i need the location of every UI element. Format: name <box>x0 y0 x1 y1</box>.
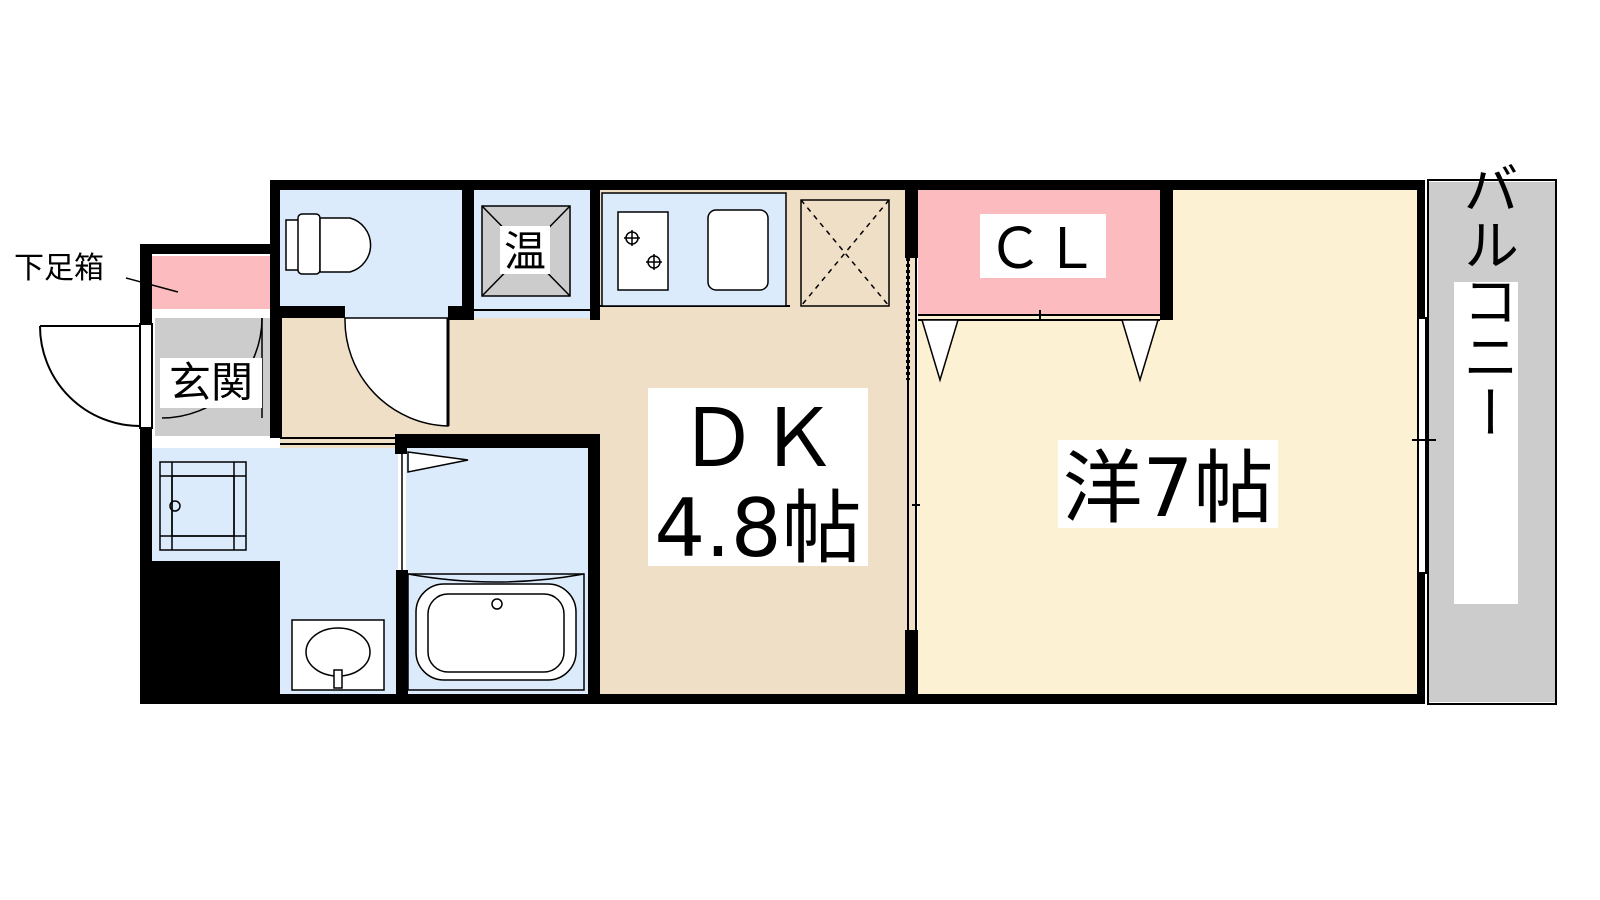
wash-basin-icon <box>291 619 385 691</box>
kitchen-sink-icon <box>707 209 769 291</box>
entrance-label-bg <box>160 358 262 408</box>
toilet-icon <box>285 213 372 275</box>
closet-doors <box>920 319 1160 383</box>
washing-machine-icon <box>159 461 247 551</box>
refrigerator-space-icon <box>800 199 890 307</box>
toilet-door <box>344 317 450 427</box>
western-room-label: 洋7帖 <box>1063 442 1274 535</box>
water-heater-icon <box>481 205 571 297</box>
water-heater-label: 温 <box>504 227 546 276</box>
dk-name-label: ＤＫ <box>678 392 838 485</box>
balcony-label-bg <box>1454 282 1518 604</box>
closet-label-bg <box>980 214 1106 278</box>
western-label-bg <box>1058 440 1278 528</box>
shoe-box-label: 下足箱 <box>14 251 104 286</box>
bathroom-door <box>401 450 469 570</box>
balcony-label: バルコニー <box>1454 160 1519 440</box>
dk-label-bg <box>648 388 868 566</box>
dk-size-label: 4.8帖 <box>654 482 861 575</box>
entrance-door <box>39 323 153 429</box>
shoe-box-leader <box>125 277 179 293</box>
sliding-door <box>906 258 920 630</box>
shoe-box <box>152 256 270 309</box>
bathtub-icon <box>407 573 585 691</box>
closet-label: ＣＬ <box>987 217 1099 282</box>
balcony-window <box>1412 317 1436 574</box>
entrance-label: 玄関 <box>169 358 253 407</box>
walls <box>140 180 1425 704</box>
